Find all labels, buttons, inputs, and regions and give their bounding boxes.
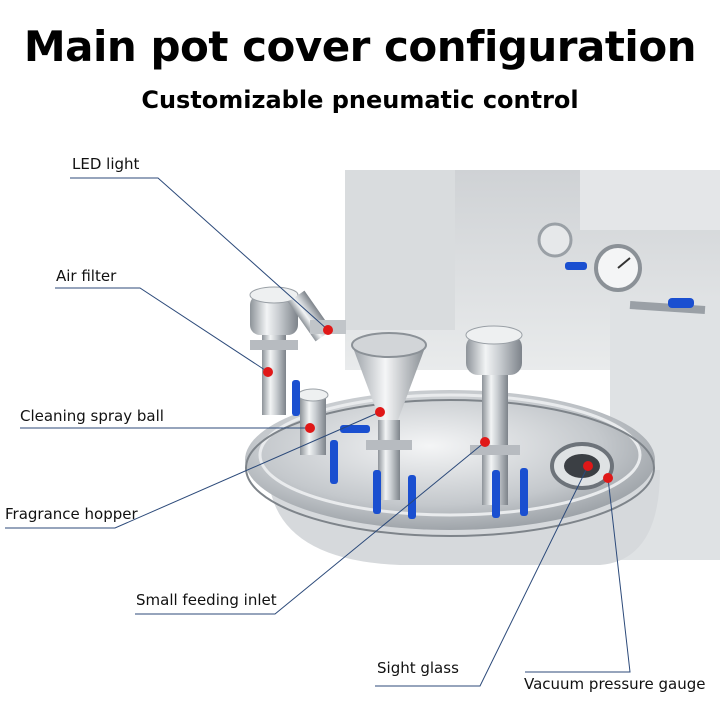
pneumatic-valve-handles (292, 380, 528, 519)
label-sight-glass: Sight glass (377, 659, 459, 677)
label-fragrance-hopper: Fragrance hopper (5, 505, 138, 523)
page-subtitle: Customizable pneumatic control (141, 86, 579, 114)
label-vacuum-pressure-gauge: Vacuum pressure gauge (524, 675, 706, 693)
label-led-light: LED light (72, 155, 140, 173)
page-title: Main pot cover configuration (23, 22, 697, 71)
label-air-filter: Air filter (56, 267, 117, 285)
fragrance-hopper-cone (352, 345, 426, 420)
label-small-feeding-inlet: Small feeding inlet (136, 591, 277, 609)
marker-dots (263, 325, 613, 483)
leader-lines (5, 177, 631, 687)
label-cleaning-spray-ball: Cleaning spray ball (20, 407, 164, 425)
